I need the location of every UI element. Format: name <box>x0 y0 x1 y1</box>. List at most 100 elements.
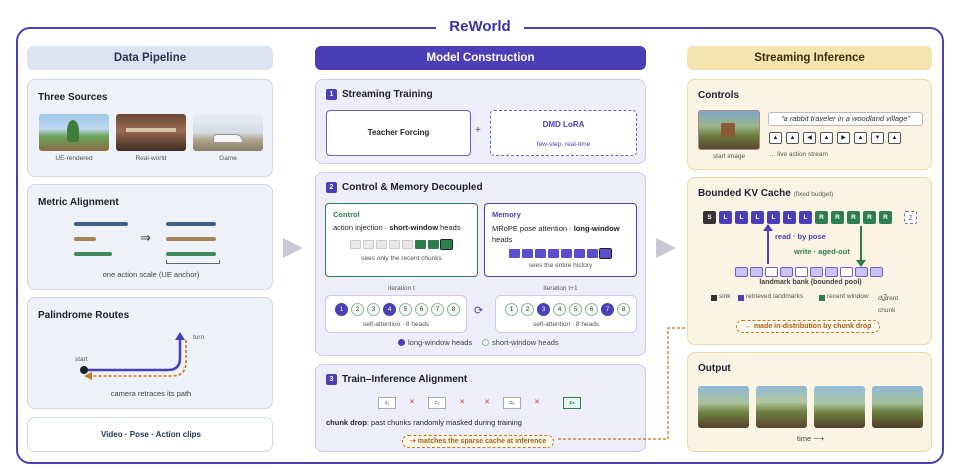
action-key-icon: ▲ <box>769 132 782 144</box>
output-frame-4 <box>872 386 923 428</box>
metric-caption: one action scale (UE anchor) <box>102 270 200 279</box>
landmark-slot <box>825 267 838 277</box>
self-attention-label: self-attention · 8 heads <box>532 321 600 328</box>
action-key-icon: ▲ <box>854 132 867 144</box>
memory-box: Memory MRoPE pose attention · long-windo… <box>484 203 637 277</box>
landmark-slot <box>870 267 883 277</box>
chunk-kept: z₁ <box>378 397 396 409</box>
control-box: Control action injection · short-window … <box>325 203 478 277</box>
page-title: ReWorld <box>436 16 524 38</box>
head-circle: 2 <box>351 303 364 316</box>
scale-bar-2 <box>74 237 96 241</box>
data-pipeline-header: Data Pipeline <box>27 46 273 70</box>
dmd-lora-sub: few-step, real-time <box>536 141 591 148</box>
recent-block <box>415 240 426 249</box>
head-circle: 7 <box>431 303 444 316</box>
head-circle: 1 <box>505 303 518 316</box>
chunk-dropped-icon: ✕ <box>459 399 465 406</box>
scale-bar-1 <box>74 222 128 226</box>
action-key-icon: ◀ <box>803 132 816 144</box>
align-arrow-icon: ⇒ <box>140 230 151 245</box>
kv-landmark-cell: L <box>735 211 748 224</box>
memory-block <box>535 249 546 258</box>
chunk-sequence: z₁ ✕ z₃ ✕ ✕ z₆ ✕ z₈ <box>378 397 588 411</box>
dmd-lora-box: DMD LoRA few-step, real-time <box>490 110 637 156</box>
head-circle: 7 <box>601 303 614 316</box>
landmark-slot-empty <box>765 267 778 277</box>
head-circle: 6 <box>585 303 598 316</box>
chunk-drop-note: ← made in-distribution by chunk drop <box>736 320 881 333</box>
memory-block <box>522 249 533 258</box>
long-window-legend-icon <box>398 339 405 346</box>
head-circle: 5 <box>399 303 412 316</box>
kv-sink-cell: S <box>703 211 716 224</box>
streaming-inference-column: Streaming Inference Controls start image… <box>687 46 932 452</box>
source-label-real: Real-world <box>135 155 167 162</box>
clips-output-box: Video · Pose · Action clips <box>27 417 273 452</box>
read-label: read · by pose <box>775 232 826 241</box>
history-block <box>350 240 361 249</box>
head-circle: 5 <box>569 303 582 316</box>
plus-sign: + <box>475 125 481 136</box>
kv-recent-cell: R <box>879 211 892 224</box>
write-label: write · aged-out <box>794 247 850 256</box>
start-image-label: start image <box>712 153 746 160</box>
action-key-icon: ▲ <box>786 132 799 144</box>
self-attention-label: self-attention · 8 heads <box>362 321 430 328</box>
metric-alignment-title: Metric Alignment <box>38 197 119 208</box>
head-circle: 8 <box>617 303 630 316</box>
memory-desc: MRoPE pose attention · long-window heads <box>492 224 620 244</box>
current-block <box>440 239 453 250</box>
matches-sparse-cache-note: ⇢ matches the sparse cache at inference <box>402 435 555 448</box>
history-block <box>389 240 400 249</box>
metric-alignment-panel: Metric Alignment ⇒ one action scale (UE … <box>27 184 273 290</box>
memory-current-block <box>599 248 612 259</box>
recent-legend-icon <box>819 295 825 301</box>
flow-arrow-icon-2 <box>656 238 676 258</box>
kv-cache-panel: Bounded KV Cache (fixed budget) S L L L … <box>687 177 932 345</box>
palindrome-caption: camera retraces its path <box>110 389 192 398</box>
sink-legend-icon <box>711 295 717 301</box>
iteration-t-label: iteration t <box>388 285 415 292</box>
data-pipeline-column: Data Pipeline Three Sources UE-rendered … <box>27 46 273 452</box>
prompt-box: “a rabbit traveler in a woodland village… <box>768 112 923 126</box>
action-key-icon: ▲ <box>888 132 901 144</box>
iteration-t1-label: iteration t+1 <box>543 285 578 292</box>
dmd-lora-label: DMD LoRA <box>542 120 585 129</box>
route-turn-label: turn <box>193 334 205 341</box>
output-frame-2 <box>756 386 807 428</box>
kv-landmark-cell: L <box>783 211 796 224</box>
chunk-dropped-icon: ✕ <box>409 399 415 406</box>
three-sources-panel: Three Sources UE-rendered Real-world Gam… <box>27 79 273 177</box>
read-arrow-shaft <box>767 228 769 264</box>
kv-current-chunk: Z <box>904 211 917 224</box>
aligned-bar-2 <box>166 237 216 241</box>
control-title: Control <box>333 210 360 219</box>
chunk-dropped-icon: ✕ <box>534 399 540 406</box>
source-label-ue: UE-rendered <box>55 155 93 162</box>
history-block <box>402 240 413 249</box>
palindrome-routes-panel: Palindrome Routes start turn camera retr… <box>27 297 273 409</box>
memory-block <box>561 249 572 258</box>
three-sources-title: Three Sources <box>38 92 108 103</box>
landmark-slot <box>855 267 868 277</box>
head-circle: 6 <box>415 303 428 316</box>
heads-group-t: 1 2 3 4 5 6 7 8 self-attention · 8 heads <box>325 295 467 333</box>
palindrome-routes-title: Palindrome Routes <box>38 310 130 321</box>
legend-short-label: short-window heads <box>492 338 559 347</box>
teacher-forcing-box: Teacher Forcing <box>326 110 471 156</box>
flow-arrow-icon-1 <box>283 238 303 258</box>
model-construction-header: Model Construction <box>315 46 646 70</box>
landmark-slot-empty <box>795 267 808 277</box>
real-world-image <box>116 114 186 151</box>
landmark-slot <box>750 267 763 277</box>
memory-title: Memory <box>492 210 521 219</box>
kv-recent-cell: R <box>863 211 876 224</box>
head-circle: 1 <box>335 303 348 316</box>
output-frame-1 <box>698 386 749 428</box>
kv-landmark-cell: L <box>799 211 812 224</box>
